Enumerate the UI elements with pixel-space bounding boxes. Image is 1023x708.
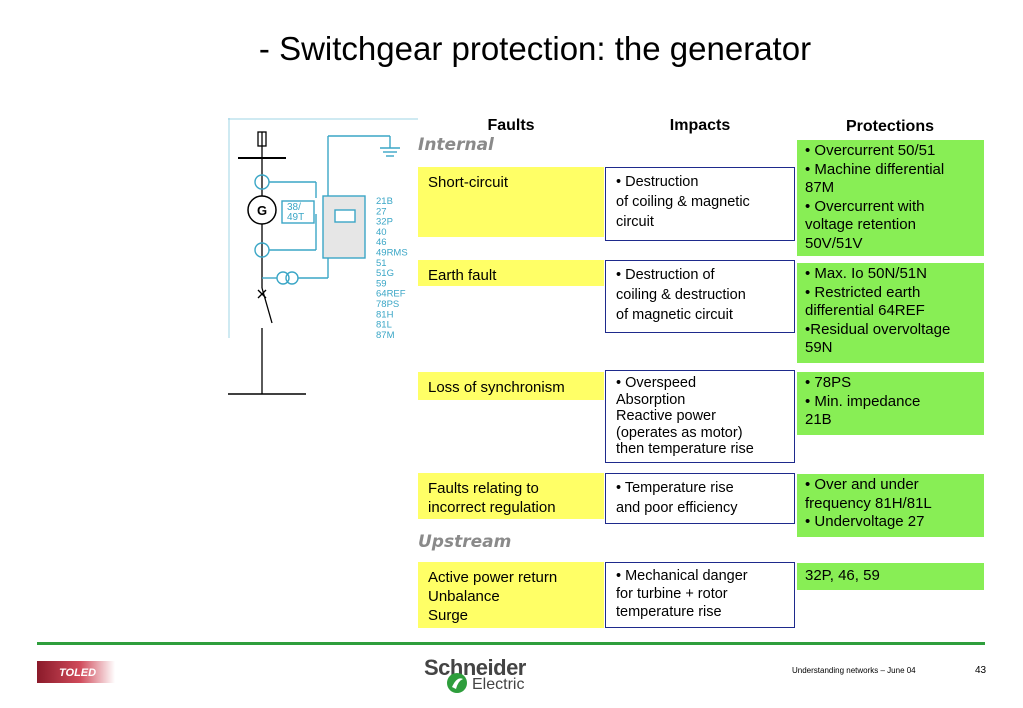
relay-code: 51G [376,268,394,279]
protection-cell: • Max. Io 50N/51N • Restricted earth dif… [797,263,984,363]
relay-codes-left: 38/49T [228,118,312,223]
page-number: 43 [975,665,987,676]
section-internal: Internal [418,135,494,155]
protection-cell: • Overcurrent 50/51 • Machine differenti… [797,140,984,256]
generator-letter: G [257,203,267,218]
footer-rule [37,642,985,645]
header-faults: Faults [487,117,535,134]
protection-wiring [254,135,400,285]
protection-cell: • Over and under frequency 81H/81L • Und… [797,474,984,537]
header-impacts: Impacts [669,117,731,134]
relay-code: 87M [376,330,395,341]
fault-cell: Loss of synchronism [418,372,604,400]
relay-code: 40 [376,227,387,238]
protection-cell: • 78PS • Min. impedance 21B [797,372,984,435]
fault-cell: Faults relating to incorrect regulation [418,473,604,519]
diagram-background [228,118,418,338]
fault-cell: Active power return Unbalance Surge [418,562,604,628]
toled-badge: TOLED [37,661,115,683]
relay-code: 21B [376,196,393,207]
relay-code: 78PS [376,299,399,310]
thermal-relay-box [281,200,315,224]
multifunction-relay [322,195,366,259]
page-title: - Switchgear protection: the generator [258,30,812,67]
relay-code: 81L [376,320,392,331]
fault-cell: Short-circuit [418,167,604,237]
relay-code: 59 [376,278,387,289]
relay-code: 49RMS [376,248,408,259]
toled-text: TOLED [59,667,96,679]
relay-code: 27 [376,206,387,217]
generator-symbol [247,195,277,225]
schneider-logo-word: Schneider [424,655,526,680]
relay-code: 32P [376,217,393,228]
relay-code: 46 [376,237,387,248]
relay-code: 64REF [376,289,406,300]
impact-cell: • Destruction of coiling & destruction o… [605,260,795,333]
relay-code: 81H [376,309,394,320]
protection-cell: 32P, 46, 59 [797,563,984,590]
schneider-logo-icon [446,672,468,694]
impact-cell: • Destruction of coiling & magnetic circ… [605,167,795,241]
relay-code: 51 [376,258,387,269]
fault-cell: Earth fault [418,260,604,286]
circuit-breaker [261,287,273,324]
impact-cell: • Mechanical danger for turbine + rotor … [605,562,795,628]
footer-note: Understanding networks – June 04 [792,666,916,675]
impact-cell: • Temperature rise and poor efficiency [605,473,795,524]
impact-cell: • Overspeed Absorption Reactive power (o… [605,370,795,463]
schneider-logo-sub: Electric [472,676,525,693]
section-upstream: Upstream [418,532,512,552]
busbar-and-conductor [228,131,306,395]
header-protections: Protections [845,118,934,135]
